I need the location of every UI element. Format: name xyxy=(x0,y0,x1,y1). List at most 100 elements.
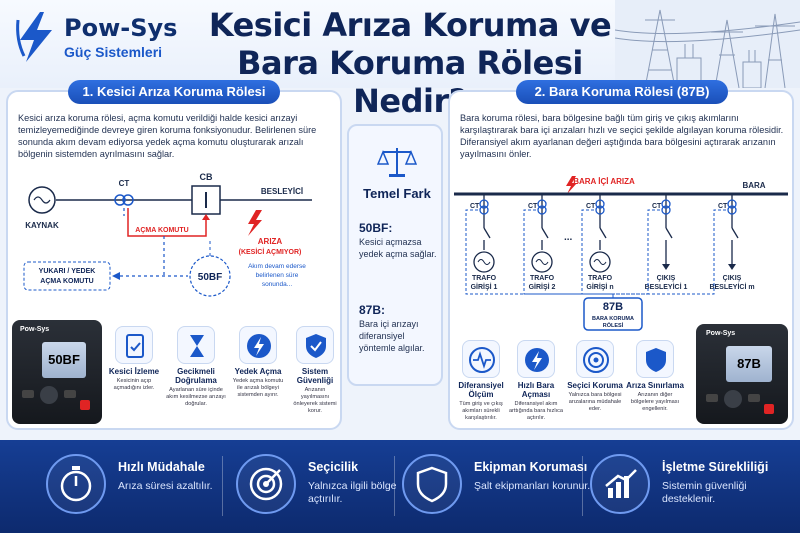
feature-system-safety: Sistem Güvenliği Arızanın yayılmasını ön… xyxy=(290,326,340,415)
relay-buttons xyxy=(706,390,778,418)
relay-device-87b: Pow-Sys 87B xyxy=(696,324,788,424)
feature-differential-measurement: Diferansiyel Ölçüm Tüm giriş ve çıkış ak… xyxy=(454,340,508,422)
feature-selective-protection: Seçici Koruma Yalnızca bara bölgesi arız… xyxy=(564,340,626,413)
brand-name: Pow-Sys xyxy=(64,14,178,42)
feature-delayed-verification: Gecikmeli Doğrulama Ayarlanan süre içind… xyxy=(166,326,226,408)
benefit-desc: Sistemin güvenliği desteklenir. xyxy=(662,480,747,505)
substation-illustration xyxy=(615,0,800,88)
page-title: Kesici Arıza Koruma ve Bara Koruma Röles… xyxy=(190,6,630,120)
section-heading-87b: 2. Bara Koruma Rölesi (87B) xyxy=(516,80,728,104)
fault-bolt-icon xyxy=(248,210,262,236)
section-description-50bf: Kesici arıza koruma rölesi, açma komutu … xyxy=(18,113,317,159)
difference-label: 87B: xyxy=(359,303,386,317)
note-line-2: belirlenen süre xyxy=(256,272,299,279)
breaker-failure-panel: 1. Kesici Arıza Koruma Rölesi (50BF) Kes… xyxy=(6,80,342,430)
cb-label: CB xyxy=(200,172,213,182)
benefit-title: Hızlı Müdahale xyxy=(118,460,205,474)
feature-title: Diferansiyel Ölçüm xyxy=(458,381,504,399)
feature-title: Sistem Güvenliği xyxy=(296,367,334,385)
difference-label: 50BF: xyxy=(359,221,393,235)
bay-ct-label: CT xyxy=(586,203,596,210)
relay-50bf-label: 50BF xyxy=(198,272,222,283)
bay-label-1: ÇIKIŞ xyxy=(657,275,676,282)
relay-brand: Pow-Sys xyxy=(706,330,736,337)
trip-command-label: AÇMA KOMUTU xyxy=(135,227,188,234)
bay-label-1: ÇIKIŞ xyxy=(723,275,742,282)
key-difference-title: Temel Fark xyxy=(363,186,431,201)
feature-title: Arıza Sınırlama xyxy=(626,381,684,390)
waveform-icon xyxy=(462,340,500,378)
fault-label-1: ARIZA xyxy=(258,237,283,246)
note-line-3: sonunda... xyxy=(262,281,293,288)
benefit-desc: Yalnızca ilgili bölge açtırılır. xyxy=(308,480,397,505)
bay-label-1: TRAFO xyxy=(530,275,555,282)
chart-growth-icon xyxy=(590,454,650,514)
feature-title: Seçici Koruma xyxy=(567,381,623,390)
bay-label-2: GİRİŞİ 1 xyxy=(471,283,498,291)
fault-label-2: (KESİCİ AÇMIYOR) xyxy=(239,248,302,256)
bay-label-1: TRAFO xyxy=(588,275,613,282)
busbar-fault-label: BARA İÇİ ARIZA xyxy=(573,177,635,186)
benefit-title: Seçicilik xyxy=(308,460,359,474)
benefit-title: Ekipman Koruması xyxy=(474,460,588,474)
busbar-fault-icon xyxy=(566,176,577,194)
benefit-fast-response: Hızlı Müdahale Arıza süresi azaltılır. xyxy=(46,450,246,524)
feature-breaker-monitoring: Kesici İzleme Kesicinin açıp açmadığını … xyxy=(108,326,160,392)
difference-text: Bara içi arızayı diferansiyel yöntemle a… xyxy=(359,319,425,353)
benefit-continuity: İşletme Sürekliliği Sistemin güvenliği d… xyxy=(590,450,790,524)
shield-icon xyxy=(402,454,462,514)
bay-label-1: TRAFO xyxy=(472,275,497,282)
benefits-bar: Hızlı Müdahale Arıza süresi azaltılır. S… xyxy=(0,440,800,533)
busbar-label: BARA xyxy=(742,181,765,190)
benefit-title: İşletme Sürekliliği xyxy=(662,460,769,474)
bolt-icon xyxy=(517,340,555,378)
feature-desc: Ayarlanan süre içinde akım kesilmezse ar… xyxy=(166,387,226,407)
title-line-1: Kesici Arıza Koruma ve xyxy=(208,6,612,44)
bay-ct-label: CT xyxy=(470,203,480,210)
feature-fast-busbar-trip: Hızlı Bara Açması Diferansiyel akım artt… xyxy=(508,340,564,422)
target-icon xyxy=(576,340,614,378)
feature-desc: Yalnızca bara bölgesi arızalarına müdaha… xyxy=(568,392,622,412)
section-description-87b: Bara koruma rölesi, bara bölgesine bağlı… xyxy=(460,113,784,159)
relay-87b-box xyxy=(583,297,643,331)
feature-backup-trip: Yedek Açma Yedek açma komutu ile arızalı… xyxy=(230,326,286,399)
brand-subtitle: Güç Sistemleri xyxy=(64,44,163,60)
upstream-label-1: YUKARI / YEDEK xyxy=(39,268,96,275)
bay-label-2: BESLEYİCİ 1 xyxy=(645,283,688,291)
feature-desc: Arızanın yayılmasını önleyerek sistemi k… xyxy=(293,387,337,414)
upstream-trip-box xyxy=(23,261,111,291)
source-label: KAYNAK xyxy=(25,221,59,230)
difference-text: Kesici açmazsa yedek açma sağlar. xyxy=(359,237,437,259)
bay-ellipsis: ... xyxy=(564,232,573,243)
relay-screen: 87B xyxy=(726,346,772,382)
bay-ct-label: CT xyxy=(718,203,728,210)
section-heading-50bf: 1. Kesici Arıza Koruma Rölesi (50BF) xyxy=(68,80,280,123)
stopwatch-icon xyxy=(46,454,106,514)
upstream-label-2: AÇMA KOMUTU xyxy=(40,278,93,285)
feature-desc: Tüm giriş ve çıkış akımları sürekli karş… xyxy=(459,401,503,421)
relay-buttons xyxy=(22,386,92,414)
target-icon xyxy=(236,454,296,514)
benefit-desc: Şalt ekipmanları korunur. xyxy=(474,480,591,492)
feature-title: Gecikmeli Doğrulama xyxy=(175,367,217,385)
key-difference-panel: Temel Fark 50BF: Kesici açmazsa yedek aç… xyxy=(347,124,443,386)
benefit-equipment-protection: Ekipman Koruması Şalt ekipmanları korunu… xyxy=(402,450,592,524)
feeder-label: BESLEYİCİ xyxy=(261,187,303,196)
bay-ct-label: CT xyxy=(528,203,538,210)
bay-label-2: GİRİŞİ n xyxy=(586,283,613,291)
bay-label-2: GİRİŞİ 2 xyxy=(529,283,556,291)
difference-87b: 87B: Bara içi arızayı diferansiyel yönte… xyxy=(359,304,441,354)
relay-device-50bf: Pow-Sys 50BF xyxy=(12,320,102,424)
divider xyxy=(582,456,583,516)
relay-screen: 50BF xyxy=(42,342,86,378)
divider xyxy=(222,456,223,516)
benefit-desc: Arıza süresi azaltılır. xyxy=(118,480,213,492)
shield-check-icon xyxy=(296,326,334,364)
shield-icon xyxy=(636,340,674,378)
clipboard-check-icon xyxy=(115,326,153,364)
brand-logo: Pow-Sys Güç Sistemleri xyxy=(14,8,194,68)
